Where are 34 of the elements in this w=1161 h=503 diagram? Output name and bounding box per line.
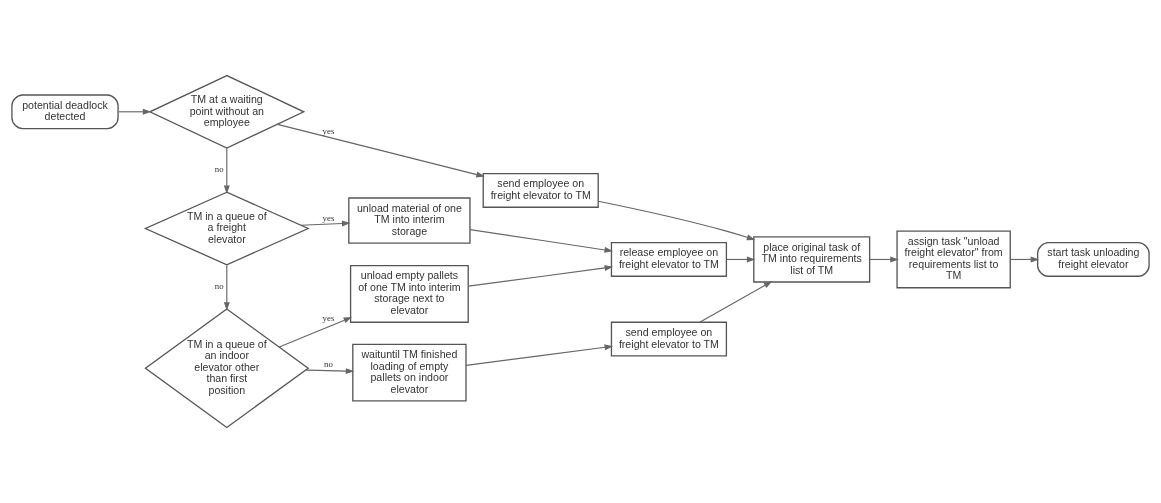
node-box: assign task "unload freight elevator" from requirements list to TM [896, 230, 1011, 289]
arrow [699, 281, 773, 323]
node-box: release employee on freight elevator to TM [610, 242, 728, 277]
arrow [469, 229, 613, 253]
arrow [465, 344, 614, 366]
arrow [726, 256, 756, 263]
node-box: send employee on freight elevator to TM [610, 321, 728, 357]
node-diamond: TM in a queue of an indoor elevator other than first position [144, 308, 310, 429]
node-box: send employee on freight elevator to TM [482, 173, 599, 208]
node-box: place original task of TM into requirements list of TM [753, 236, 871, 283]
arrow [467, 265, 614, 287]
node-diamond: TM at a waiting point without an employee [148, 74, 306, 149]
edge-label: yes [322, 213, 335, 224]
arrow [278, 317, 353, 348]
edge-label: yes [322, 313, 335, 324]
node-box: start task unloading freight elevator [1037, 242, 1150, 277]
edge-label: no [324, 359, 333, 370]
arrow [300, 220, 351, 227]
node-diamond: TM in a queue of a freight elevator [143, 191, 310, 266]
edge-label: yes [322, 125, 335, 136]
arrow [223, 264, 230, 311]
arrow [223, 147, 230, 194]
node-box: unload material of one TM into interim storage [348, 197, 471, 244]
edge-label: no [214, 164, 224, 175]
edge-label: no [214, 281, 224, 292]
arrow [869, 256, 899, 263]
arrow [117, 108, 152, 115]
node-box: potential deadlock detected [11, 94, 119, 130]
arrow [276, 123, 485, 178]
arrow [305, 368, 355, 375]
node-box: unload empty pallets of one TM into interim storage next to elevator [349, 265, 469, 323]
node-box: waituntil TM finished loading of empty pallets on indoor elevator [352, 343, 467, 402]
arrow [597, 200, 756, 241]
arrow [1009, 256, 1040, 263]
